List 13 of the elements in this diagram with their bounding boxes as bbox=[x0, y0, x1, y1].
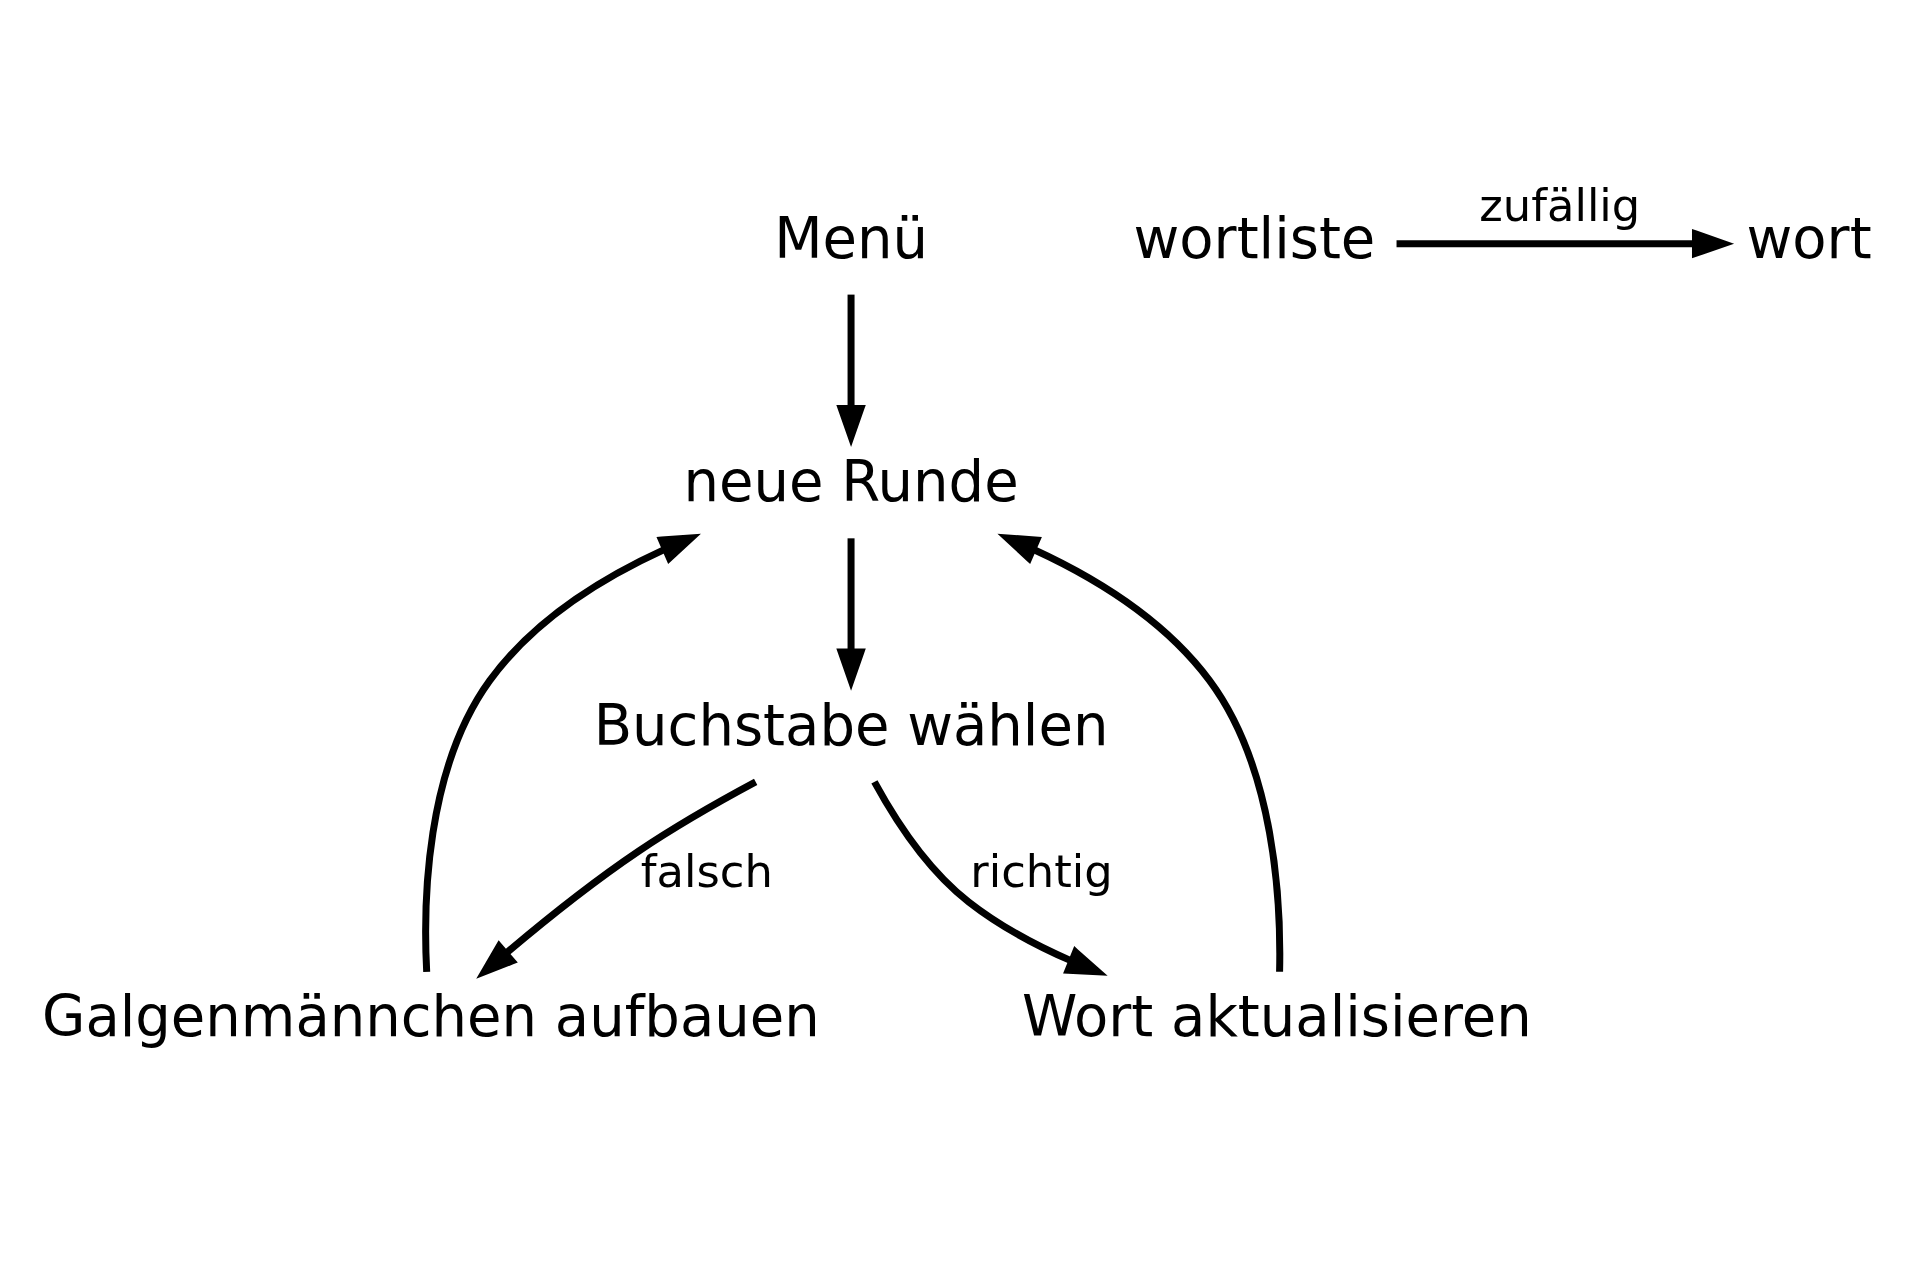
node-text: wortliste bbox=[1133, 205, 1375, 271]
node-text: Galgenmännchen aufbauen bbox=[41, 984, 820, 1050]
edge-label: richtig bbox=[969, 845, 1113, 899]
edge-label: falsch bbox=[640, 845, 773, 899]
node-text: neue Runde bbox=[682, 449, 1019, 515]
node-text: wort bbox=[1746, 205, 1872, 271]
node-text: Wort aktualisieren bbox=[1021, 984, 1532, 1050]
node-text: Buchstabe wählen bbox=[593, 693, 1108, 759]
arrow bbox=[835, 294, 866, 447]
arrow bbox=[870, 780, 1108, 976]
node-text: Menü bbox=[773, 205, 928, 271]
arrow bbox=[475, 778, 757, 979]
edge-label: zufällig bbox=[1478, 178, 1640, 232]
